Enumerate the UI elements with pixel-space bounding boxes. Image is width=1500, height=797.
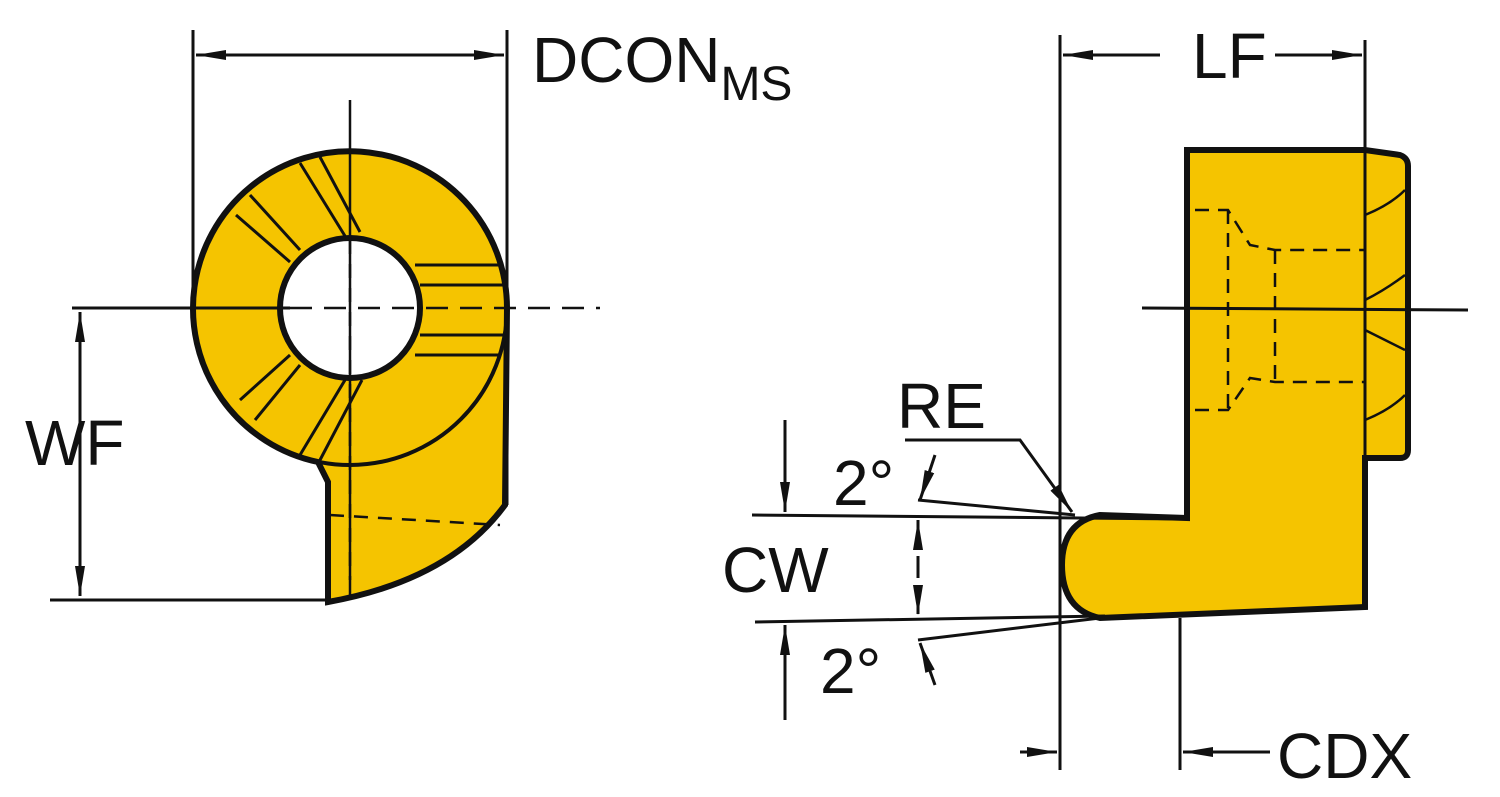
cw-label: CW [722,534,829,606]
wf-label: WF [25,407,125,479]
insert-body-side [1058,147,1411,622]
front-view [50,30,600,606]
lf-label: LF [1192,20,1267,92]
cdx-label: CDX [1277,720,1412,792]
re-label: RE [897,370,986,442]
angle-top-label: 2° [833,447,894,519]
dcon-subscript: MS [720,58,792,111]
angle-bottom-label: 2° [820,635,881,707]
side-view [751,35,1469,770]
dcon-label: DCONMS [532,24,792,111]
chip-grooves [235,156,505,461]
re-leader [905,438,1074,513]
